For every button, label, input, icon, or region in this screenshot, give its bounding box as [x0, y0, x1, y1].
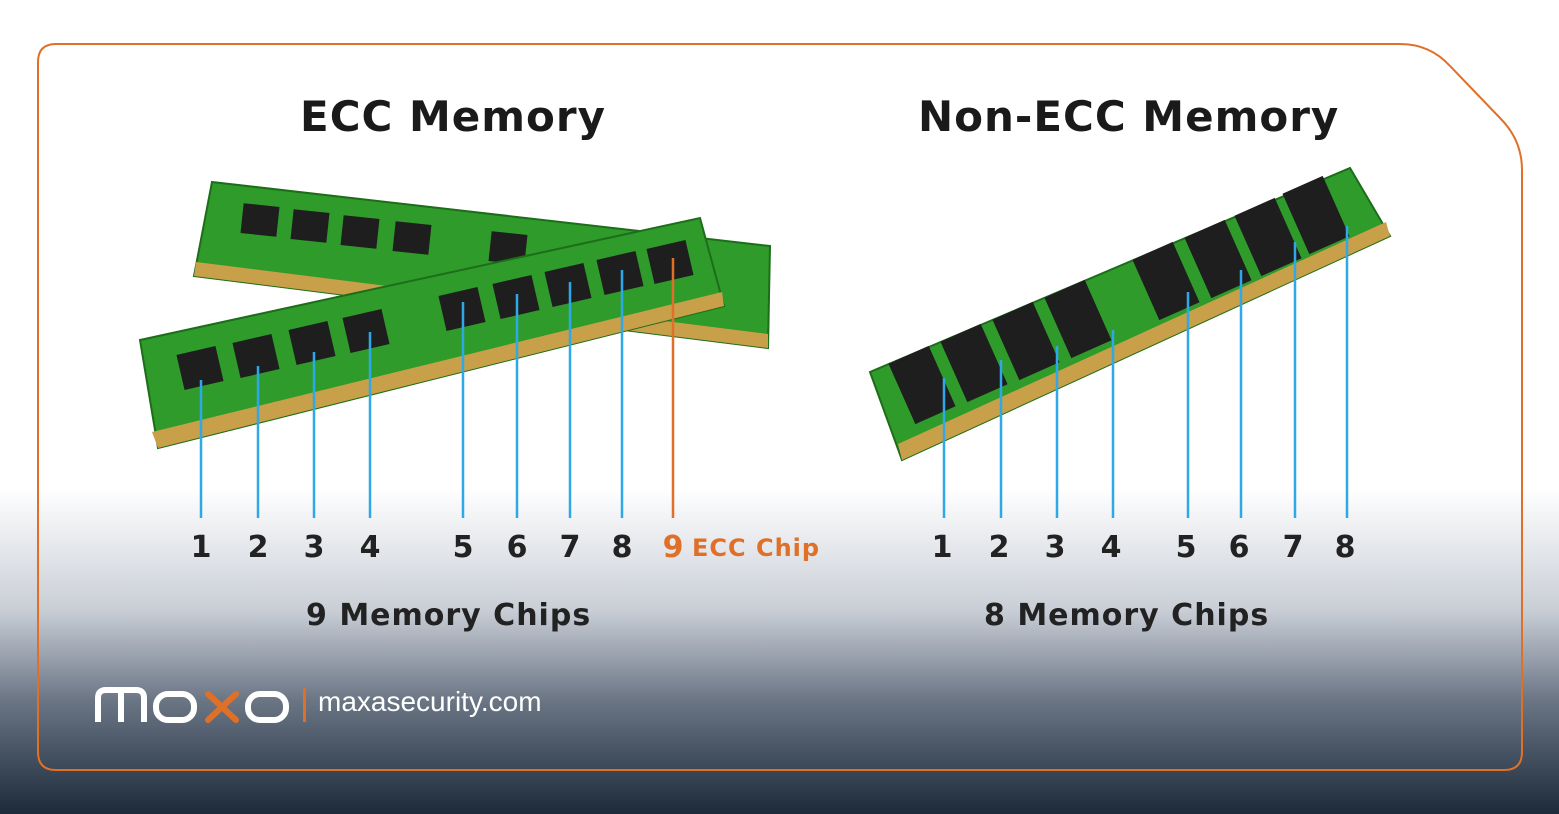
non-ecc-chip-number-5: 5	[1175, 530, 1197, 565]
brand-domain: maxasecurity.com	[318, 686, 542, 717]
ecc-chip-number-3: 3	[303, 530, 325, 565]
ecc-chip-number-1: 1	[190, 530, 212, 565]
non-ecc-pointer-lines	[942, 226, 1349, 518]
non-ecc-memory-title: Non-ECC Memory	[918, 92, 1340, 141]
maxa-logo	[95, 687, 289, 723]
ecc-chip-count-summary: 9 Memory Chips	[306, 598, 592, 633]
ecc-pointer-lines	[199, 270, 624, 518]
ecc-memory-title: ECC Memory	[300, 92, 606, 141]
non-ecc-chip-number-8: 8	[1334, 530, 1356, 565]
non-ecc-chip-number-7: 7	[1282, 530, 1304, 565]
non-ecc-module	[868, 166, 1392, 462]
non-ecc-chip-number-4: 4	[1100, 530, 1122, 565]
ecc-chip-number-5: 5	[452, 530, 474, 565]
ecc-chip-number-6: 6	[506, 530, 528, 565]
ecc-chip-number-7: 7	[559, 530, 581, 565]
ecc-chip-label: ECC Chip	[692, 534, 821, 562]
non-ecc-chip-number-2: 2	[988, 530, 1010, 565]
ecc-chip-number-9: 9	[662, 530, 684, 565]
non-ecc-chip-number-3: 3	[1044, 530, 1066, 565]
logo-divider	[303, 688, 306, 722]
ecc-module-front	[138, 216, 726, 450]
ecc-chip-number-8: 8	[611, 530, 633, 565]
non-ecc-chip-count-summary: 8 Memory Chips	[984, 598, 1270, 633]
ecc-chip-number-4: 4	[359, 530, 381, 565]
non-ecc-chip-number-6: 6	[1228, 530, 1250, 565]
non-ecc-chip-number-1: 1	[931, 530, 953, 565]
ecc-chip-number-2: 2	[247, 530, 269, 565]
